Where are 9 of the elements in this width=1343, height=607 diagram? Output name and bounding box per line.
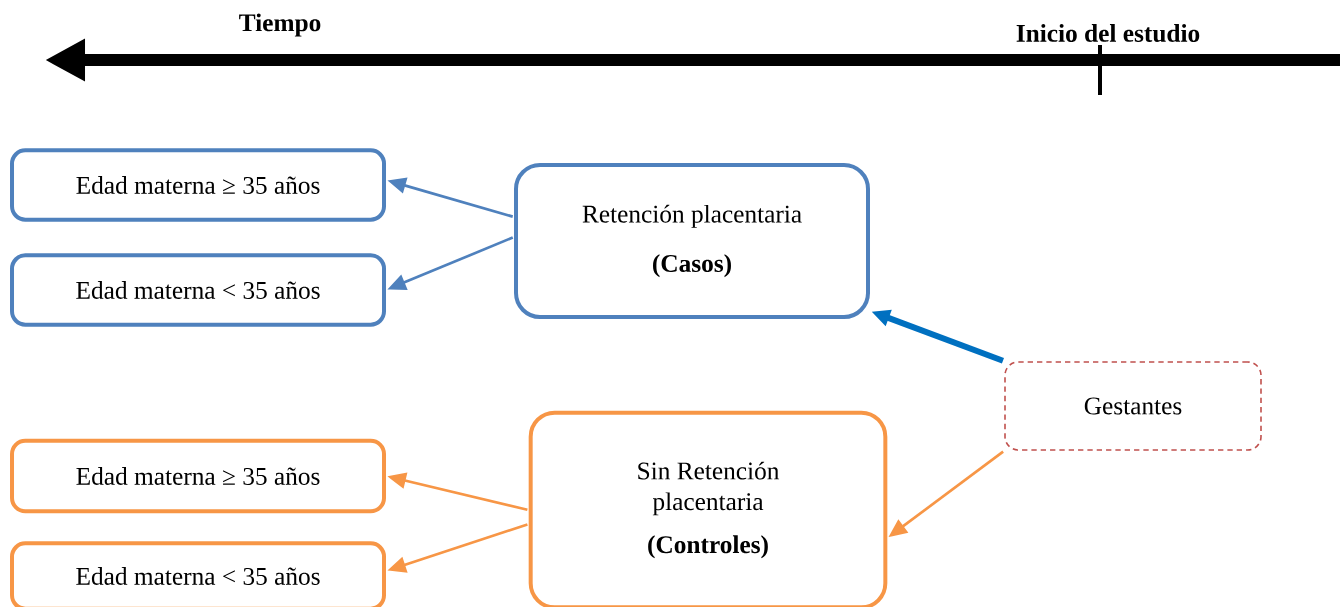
rounded-box: Retención placentaria (Casos) bbox=[514, 163, 870, 319]
dashed-box: Gestantes bbox=[1004, 361, 1262, 451]
axis-label: Inicio del estudio bbox=[1016, 24, 1200, 42]
rounded-box: Edad materna < 35 años bbox=[10, 541, 386, 607]
rounded-box: Edad materna ≥ 35 años bbox=[10, 148, 386, 222]
rounded-box: Edad materna ≥ 35 años bbox=[10, 438, 386, 514]
rounded-box: Sin Retención placentaria (Controles) bbox=[528, 410, 888, 607]
axis-label: Tiempo bbox=[239, 13, 321, 37]
rounded-box: Edad materna < 35 años bbox=[10, 253, 386, 327]
